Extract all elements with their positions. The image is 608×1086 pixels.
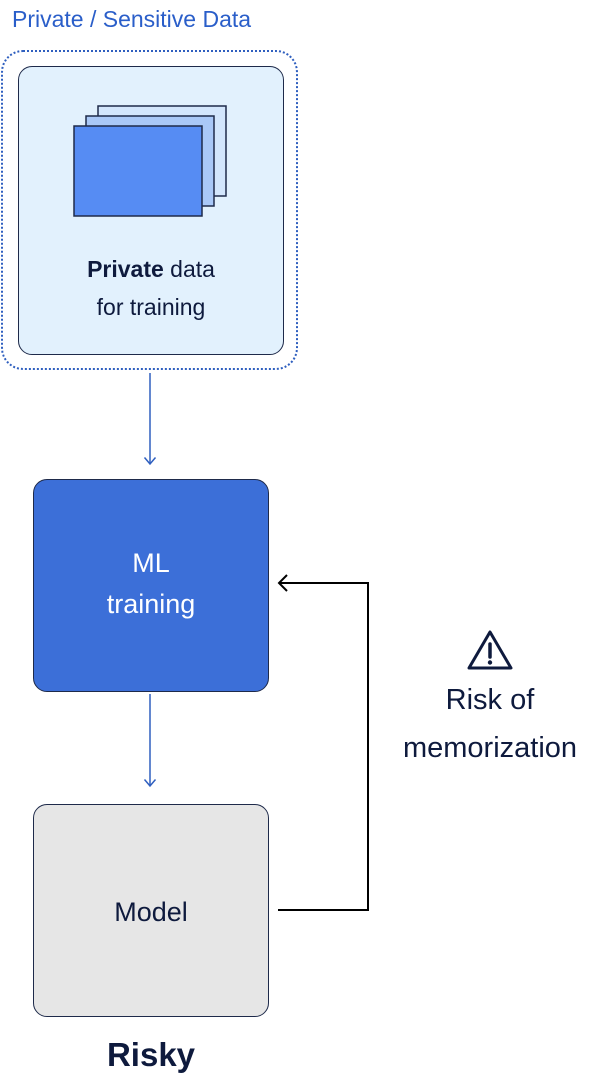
ml-training-label-line1: ML [132, 548, 170, 578]
ml-training-box [33, 479, 269, 692]
risk-label-line2: memorization [402, 732, 578, 764]
private-data-group-border [1, 50, 298, 370]
ml-training-label: ML training [33, 543, 269, 625]
arrow-data-to-training [143, 373, 157, 466]
private-data-label: Private data for training [18, 250, 284, 326]
private-data-label-line2: for training [96, 294, 206, 320]
risk-of-memorization-label: Risk of memorization [384, 676, 596, 772]
private-data-label-rest: data [163, 256, 215, 282]
risky-label: Risky [106, 1036, 196, 1073]
model-label: Model [114, 897, 188, 927]
private-data-label-bold: Private [87, 256, 164, 282]
arrow-training-to-model [143, 694, 157, 788]
document-stack-icon [73, 105, 227, 217]
warning-icon [467, 630, 513, 670]
model-box [33, 804, 269, 1017]
ml-training-label-line2: training [106, 589, 196, 619]
risk-label-line1: Risk of [445, 684, 535, 716]
arrow-model-to-training-feedback [277, 574, 369, 911]
group-title: Private / Sensitive Data [12, 6, 252, 32]
